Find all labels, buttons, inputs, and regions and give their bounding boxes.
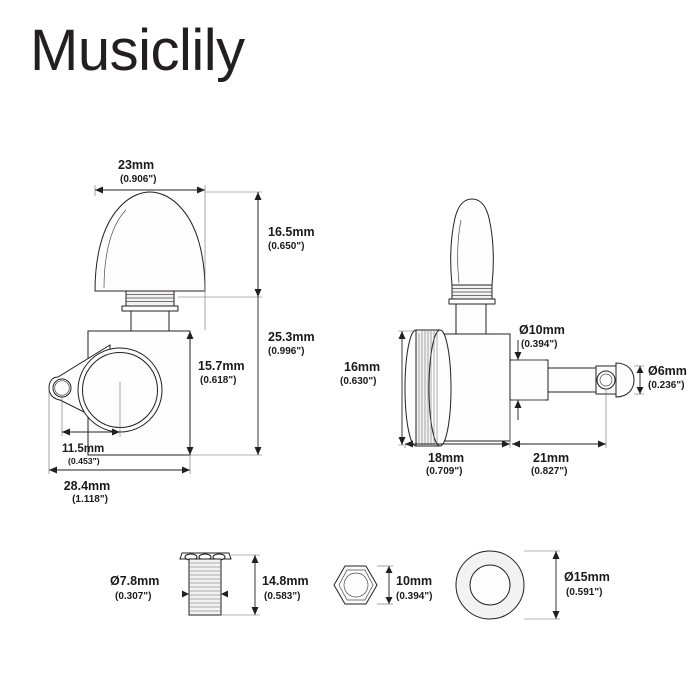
dim-hex-nut-flats [377, 565, 393, 605]
string-hole-assembly [595, 362, 635, 398]
dim-total-height-inch: (0.996") [268, 346, 304, 357]
washer-bore [469, 564, 511, 606]
dim-string-post-dia-inch: (0.236") [648, 380, 684, 391]
dim-body-length-inch: (0.709") [426, 466, 462, 477]
brand-logo: Musiclily [30, 18, 245, 83]
string-hole [596, 370, 616, 390]
hex-nut-outer [333, 565, 378, 605]
post-base-collar [509, 359, 549, 401]
hex-nut-part: 10mm (0.394") [333, 565, 432, 605]
hex-nut-inner-hex [338, 569, 374, 601]
dim-total-width-mm: 28.4mm [64, 479, 111, 493]
dim-total-height-mm: 25.3mm [268, 330, 315, 344]
dim-total-width [48, 390, 191, 474]
bushing-knurl [189, 562, 221, 612]
dim-button-width [94, 185, 206, 330]
dim-post-length-inch: (0.827") [531, 466, 567, 477]
dim-housing-height [186, 331, 194, 455]
dim-post-length [512, 390, 607, 448]
washer-part: Ø15mm (0.591") [455, 550, 610, 620]
dim-bushing-dia-mm: Ø7.8mm [110, 574, 159, 588]
dim-total-width-inch: (1.118") [72, 494, 108, 505]
dim-post-base-dia-mm: Ø10mm [519, 323, 565, 337]
dim-screw-offset-mm: 11.5mm [62, 443, 104, 455]
tuner-button-side [450, 198, 494, 286]
post-tip [615, 362, 635, 398]
dim-bushing-dia-inch: (0.307") [115, 591, 151, 602]
dim-screw-offset [61, 397, 120, 436]
dim-button-height-inch: (0.650") [268, 241, 304, 252]
string-post-shaft [547, 367, 603, 393]
tuner-button-highlight [103, 209, 127, 289]
bushing-part: Ø7.8mm (0.307") 14.8mm (0.583") [110, 552, 309, 616]
dim-housing-depth-inch: (0.630") [340, 376, 376, 387]
dim-post-length-mm: 21mm [533, 451, 569, 465]
dim-button-height-mm: 16.5mm [268, 225, 315, 239]
dim-bushing-length-inch: (0.583") [264, 591, 300, 602]
tuner-button-side-highlight [457, 219, 462, 284]
dim-washer-dia-mm: Ø15mm [564, 570, 610, 584]
dim-housing-height-inch: (0.618") [200, 375, 236, 386]
dim-button-width-mm: 23mm [118, 158, 154, 172]
dim-housing-height-mm: 15.7mm [198, 359, 245, 373]
dim-hex-nut-flats-inch: (0.394") [396, 591, 432, 602]
dim-total-height [190, 192, 262, 456]
dim-washer-dia-inch: (0.591") [566, 587, 602, 598]
dim-string-post-dia [634, 365, 644, 395]
dim-bushing-dia [182, 590, 228, 598]
tuner-body-block [439, 333, 511, 442]
dim-post-base-dia-inch: (0.394") [521, 339, 557, 350]
hex-nut-bore [343, 572, 369, 598]
button-collar-side [448, 284, 496, 305]
dim-housing-depth-mm: 16mm [344, 360, 380, 374]
dim-screw-offset-inch: (0.453") [68, 456, 100, 466]
tuning-machine-side-view: 16mm (0.630") Ø10mm (0.394") Ø6mm [340, 198, 687, 477]
tuner-button-front [94, 191, 206, 292]
dim-button-width-inch: (0.906") [120, 174, 156, 185]
knurled-gear-wheel [404, 329, 452, 447]
tuning-machine-front-view: 23mm (0.906") 16.5mm (0.650") 25.3mm (0.… [48, 158, 315, 505]
dim-bushing-length [221, 554, 260, 616]
button-collar [121, 290, 179, 312]
dim-post-base-dia [513, 340, 545, 420]
dim-body-length-mm: 18mm [428, 451, 464, 465]
screw-hole [52, 378, 72, 398]
dim-string-post-dia-mm: Ø6mm [648, 364, 687, 378]
dim-hex-nut-flats-mm: 10mm [396, 574, 432, 588]
dim-washer-dia [524, 550, 560, 620]
dim-bushing-length-mm: 14.8mm [262, 574, 309, 588]
dim-body-length [404, 400, 511, 448]
